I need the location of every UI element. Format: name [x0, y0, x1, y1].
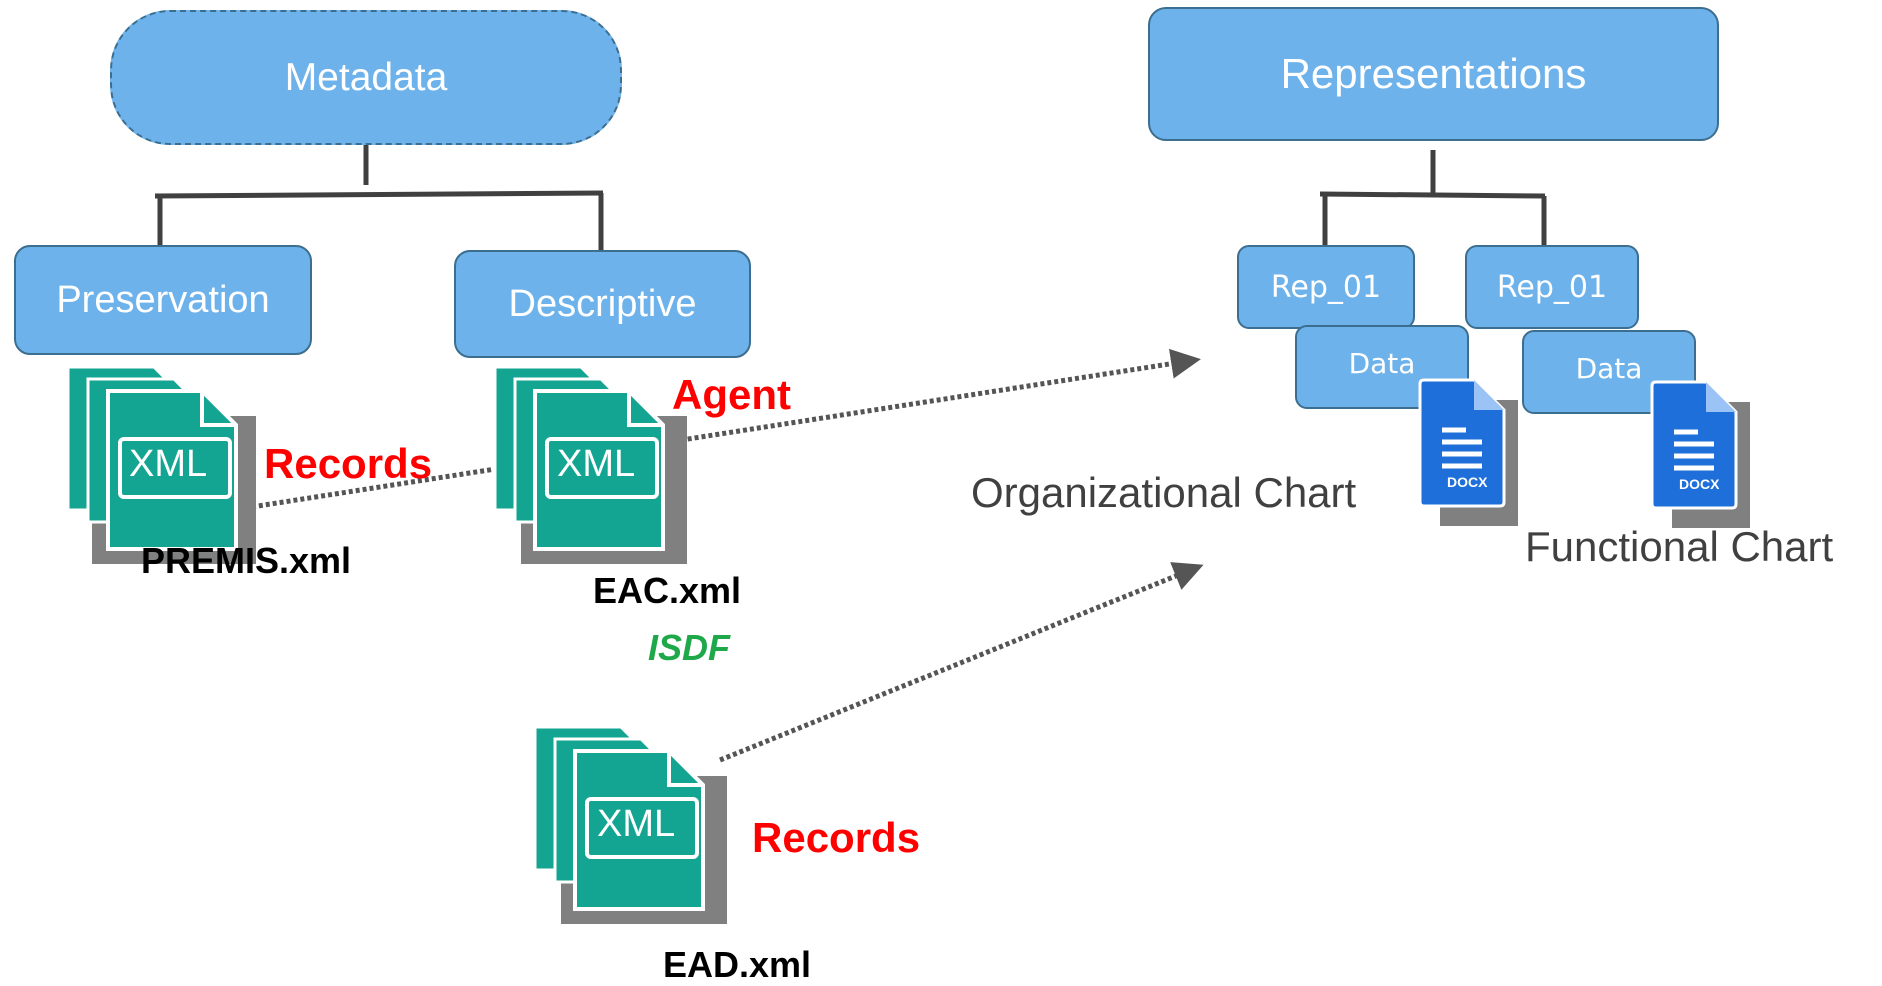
ead-to-representations-arrow — [719, 562, 1204, 763]
descriptive-node-label: Descriptive — [508, 282, 697, 325]
representations-node-label: Representations — [1280, 50, 1587, 97]
docx-right-label: DOCX — [1679, 476, 1720, 492]
representations-tree-lines — [1319, 150, 1547, 245]
metadata-tree-lines — [154, 145, 604, 250]
preservation-node-label: Preservation — [56, 278, 270, 321]
premis-to-representations-arrow — [244, 348, 1201, 511]
rep-01-node-left: Rep_01 — [1237, 245, 1415, 329]
rep-01-node-right: Rep_01 — [1465, 245, 1639, 329]
metadata-node-label: Metadata — [284, 55, 448, 99]
rep-01-right-label: Rep_01 — [1496, 269, 1608, 305]
descriptive-node: Descriptive — [454, 250, 751, 358]
premis-filename: PREMIS.xml — [141, 540, 352, 581]
data-left-label: Data — [1348, 347, 1416, 380]
ead-filename: EAD.xml — [663, 944, 812, 985]
premis-records-tag: Records — [264, 440, 433, 487]
eac-filename: EAC.xml — [593, 570, 742, 611]
metadata-node: Metadata — [110, 10, 622, 145]
eac-xml-icon-text: XML — [557, 443, 636, 485]
premis-xml-icon-text: XML — [129, 443, 208, 485]
rep-01-left-label: Rep_01 — [1270, 269, 1382, 305]
eac-agent-tag: Agent — [672, 371, 791, 418]
organizational-chart-label: Organizational Chart — [971, 469, 1357, 516]
ead-xml-file-stack-icon — [533, 725, 727, 924]
ead-records-tag: Records — [752, 814, 921, 861]
functional-chart-label: Functional Chart — [1525, 523, 1834, 570]
eac-xml-file-stack-icon — [493, 365, 687, 564]
representations-node: Representations — [1148, 7, 1719, 141]
docx-left-label: DOCX — [1447, 474, 1488, 490]
isdf-standard-label: ISDF — [648, 627, 731, 668]
preservation-node: Preservation — [14, 245, 312, 355]
ead-xml-icon-text: XML — [597, 803, 676, 845]
docx-file-icon-right — [1650, 380, 1750, 528]
premis-xml-file-stack-icon — [66, 365, 256, 564]
docx-file-icon-left — [1418, 378, 1518, 526]
data-right-label: Data — [1575, 352, 1643, 385]
